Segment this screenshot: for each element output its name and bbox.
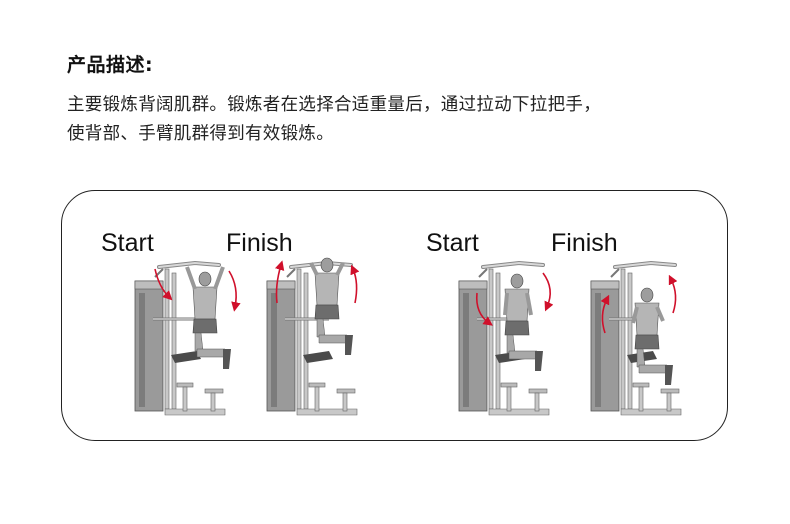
dip-start-label: Start	[426, 229, 479, 257]
exercise-figures	[133, 257, 683, 417]
dip-start-figure	[457, 261, 554, 417]
pullup-start-label: Start	[101, 229, 154, 257]
section-title: 产品描述:	[67, 54, 154, 76]
dip-finish-label: Finish	[551, 229, 618, 257]
description-line-1: 主要锻炼背阔肌群。锻炼者在选择合适重量后，通过拉动下拉把手，	[67, 95, 601, 115]
pullup-finish-label: Finish	[226, 229, 293, 257]
exercise-illustration-panel: Start Finish Start Finish	[61, 190, 728, 441]
dip-finish-figure	[589, 261, 683, 417]
description-line-2: 使背部、手臂肌群得到有效锻炼。	[67, 124, 334, 144]
pullup-finish-figure	[265, 257, 360, 417]
product-description: 主要锻炼背阔肌群。锻炼者在选择合适重量后，通过拉动下拉把手， 使背部、手臂肌群得…	[67, 91, 757, 149]
pullup-start-figure	[133, 261, 241, 417]
